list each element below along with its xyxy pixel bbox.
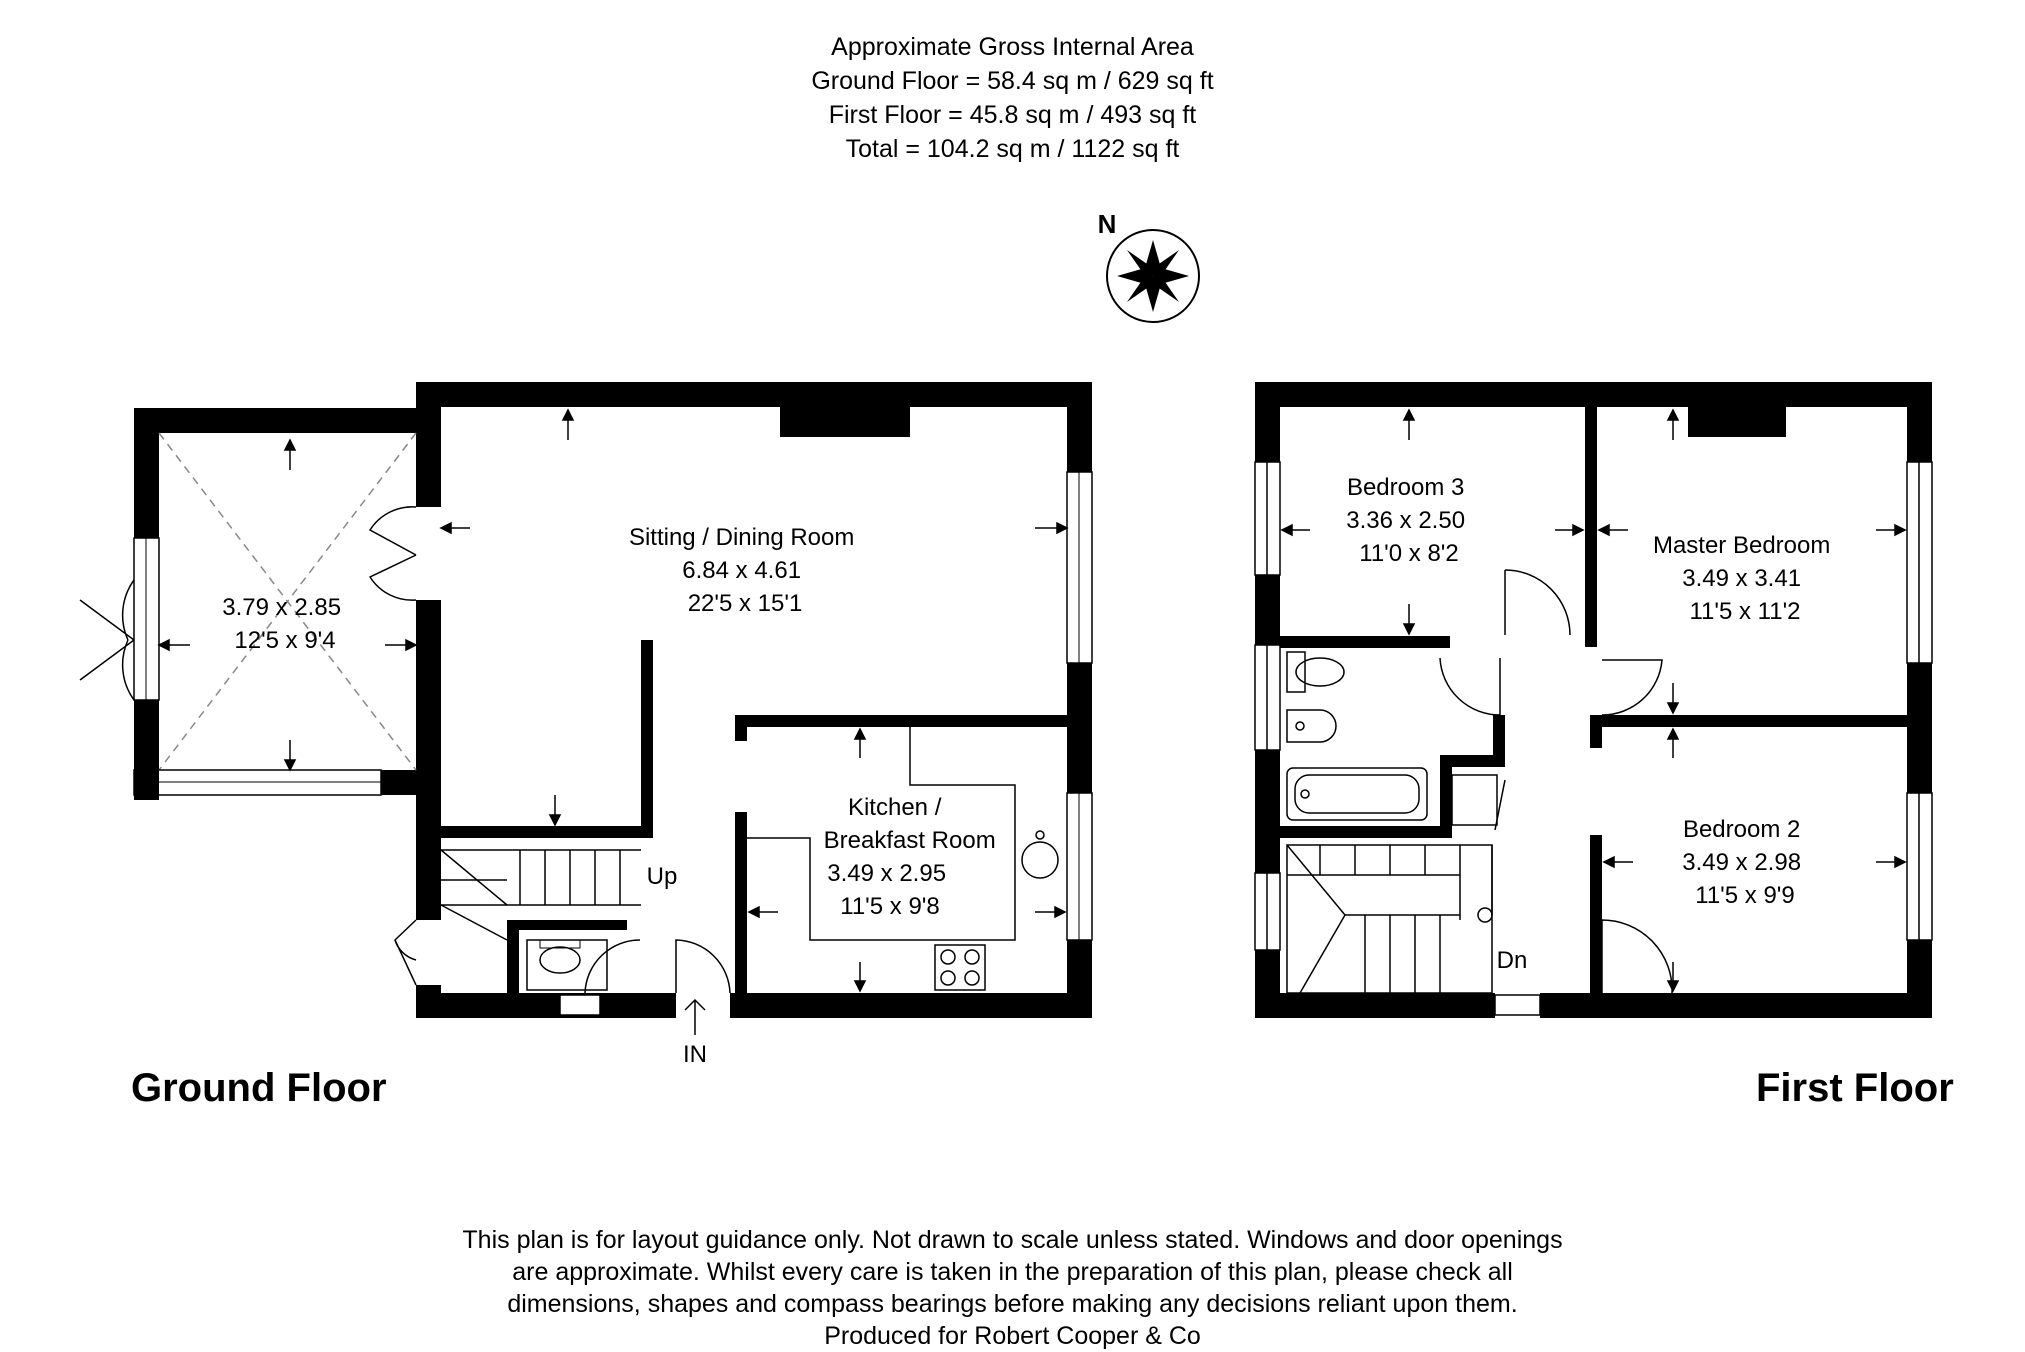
- first-floor-plan: Bedroom 3 3.36 x 2.50 11'0 x 8'2 Master …: [1254, 382, 1933, 1018]
- svg-text:Master Bedroom 3.49 x 3.: Master Bedroom 3.49 x 3.41 11'5 x 11'2: [1653, 532, 1837, 625]
- bedroom3-metric: 3.36 x 2.50: [1346, 507, 1465, 534]
- svg-text:Sitting / Dining Room 6.: Sitting / Dining Room 6.84 x 4.61 22'5 x…: [629, 524, 861, 617]
- area-heading: Approximate Gross Internal Area: [831, 33, 1194, 61]
- disclaimer-line: dimensions, shapes and compass bearings …: [507, 1290, 1518, 1318]
- disclaimer-line: are approximate. Whilst every care is ta…: [512, 1258, 1513, 1286]
- kitchen-name-line1: Kitchen /: [848, 794, 942, 821]
- bedroom3-name: Bedroom 3: [1347, 474, 1464, 501]
- first-floor-area: First Floor = 45.8 sq m / 493 sq ft: [828, 101, 1197, 129]
- entrance-label: IN: [683, 1041, 707, 1068]
- kitchen-imperial: 11'5 x 9'8: [840, 893, 939, 920]
- svg-text:Bedroom 2 3.49 x 2.98: Bedroom 2 3.49 x 2.98 11'5 x 9'9: [1682, 816, 1807, 909]
- total-area: Total = 104.2 sq m / 1122 sq ft: [845, 135, 1180, 163]
- stairs-down-label: Dn: [1497, 947, 1528, 974]
- ground-floor-plan: 3.79 x 2.85 12'5 x 9'4 Sitting / Dining …: [79, 382, 1093, 1068]
- area-summary: Approximate Gross Internal Area Ground F…: [0, 30, 2025, 166]
- bedroom3-imperial: 11'0 x 8'2: [1359, 540, 1458, 567]
- bedroom2-metric: 3.49 x 2.98: [1682, 849, 1801, 876]
- disclaimer: This plan is for layout guidance only. N…: [0, 1224, 2025, 1352]
- sitting-room-metric: 6.84 x 4.61: [682, 557, 801, 584]
- bedroom2-imperial: 11'5 x 9'9: [1695, 882, 1794, 909]
- bedroom2-name: Bedroom 2: [1683, 816, 1800, 843]
- svg-text:3.79 x 2.85 12'5 x 9'4: 3.79 x 2.85 12'5 x 9'4: [222, 594, 347, 654]
- disclaimer-line: This plan is for layout guidance only. N…: [462, 1226, 1563, 1254]
- sitting-room-imperial: 22'5 x 15'1: [688, 590, 803, 617]
- master-bedroom-imperial: 11'5 x 11'2: [1689, 598, 1800, 625]
- conservatory-imperial: 12'5 x 9'4: [234, 627, 335, 654]
- master-bedroom-name: Master Bedroom: [1653, 532, 1830, 559]
- ground-floor-area: Ground Floor = 58.4 sq m / 629 sq ft: [811, 67, 1214, 95]
- compass-icon: N: [1098, 209, 1200, 323]
- ground-floor-title: Ground Floor: [131, 1066, 387, 1110]
- sitting-room-name: Sitting / Dining Room: [629, 524, 854, 551]
- producer-credit: Produced for Robert Cooper & Co: [824, 1322, 1201, 1350]
- kitchen-metric: 3.49 x 2.95: [827, 860, 946, 887]
- stairs-up-label: Up: [647, 863, 678, 890]
- svg-text:Kitchen / Breakfast Room: Kitchen / Breakfast Room 3.49 x 2.95 11'…: [824, 794, 1003, 920]
- compass-north-label: N: [1098, 209, 1117, 239]
- kitchen-name-line2: Breakfast Room: [824, 827, 996, 854]
- svg-text:Bedroom 3 3.36 x 2.50: Bedroom 3 3.36 x 2.50 11'0 x 8'2: [1346, 474, 1471, 567]
- conservatory-metric: 3.79 x 2.85: [222, 594, 341, 621]
- first-floor-title: First Floor: [1756, 1066, 1954, 1110]
- master-bedroom-metric: 3.49 x 3.41: [1682, 565, 1801, 592]
